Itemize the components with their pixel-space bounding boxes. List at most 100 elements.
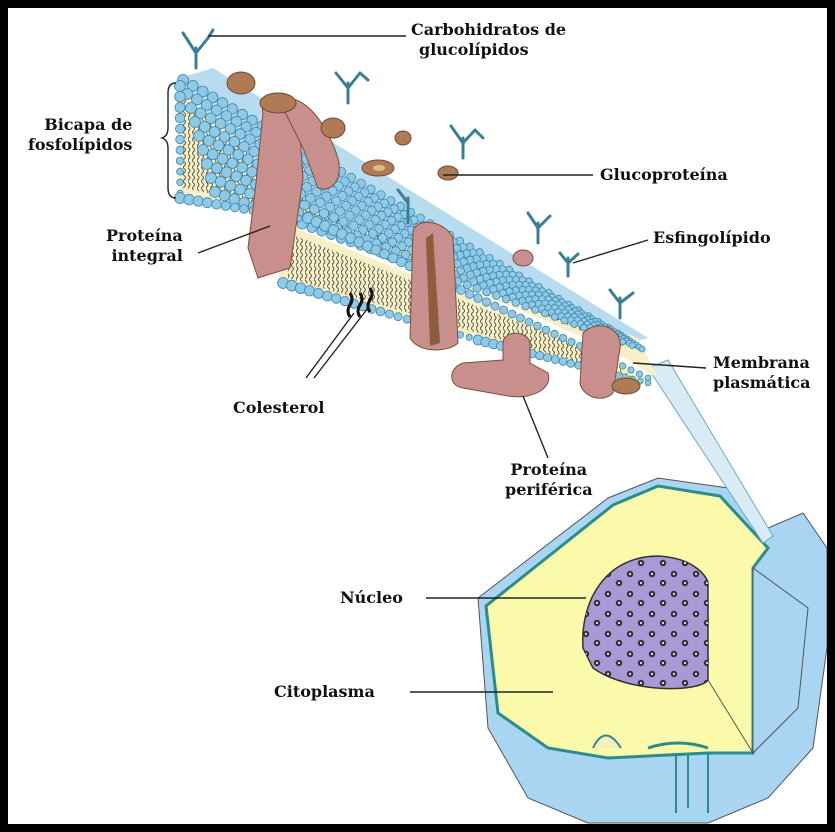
- phospholipid-head: [221, 201, 230, 210]
- phospholipid-head: [202, 159, 213, 170]
- phospholipid-head: [508, 310, 516, 318]
- label-colesterol-text: Colesterol: [233, 398, 324, 418]
- phospholipid-head: [186, 103, 197, 114]
- phospholipid-head: [639, 346, 645, 352]
- phospholipid-head: [551, 313, 558, 320]
- label-proteina-integral-line1: Proteína: [106, 226, 183, 246]
- label-glucoproteina-text: Glucoproteína: [600, 165, 728, 185]
- phospholipid-head: [551, 330, 558, 337]
- label-bicapa-line1: Bicapa de: [28, 115, 132, 135]
- phospholipid-head: [235, 184, 246, 195]
- label-glucoproteina: Glucoproteína: [600, 165, 728, 185]
- phospholipid-head: [176, 135, 185, 144]
- phospholipid-head: [567, 360, 575, 368]
- phospholipid-head: [466, 334, 472, 340]
- label-esfingolipido: Esfingolípido: [653, 228, 771, 248]
- label-citoplasma-text: Citoplasma: [274, 682, 375, 702]
- label-bicapa-line2: fosfolípidos: [28, 135, 132, 155]
- phospholipid-head: [176, 157, 184, 165]
- phospholipid-head: [245, 188, 256, 199]
- phospholipid-head: [473, 284, 481, 292]
- phospholipid-head: [177, 168, 184, 175]
- phospholipid-head: [534, 322, 542, 330]
- phospholipid-head: [512, 299, 520, 307]
- label-carbohidratos-line2: glucolípidos: [411, 40, 566, 60]
- phospholipid-head: [517, 314, 525, 322]
- phospholipid-head: [629, 342, 635, 348]
- phospholipid-head: [483, 288, 491, 296]
- diagram-canvas: Carbohidratos de glucolípidos Bicapa de …: [8, 8, 827, 824]
- phospholipid-head: [212, 200, 222, 210]
- phospholipid-head: [491, 302, 499, 310]
- label-carbohidratos: Carbohidratos de glucolípidos: [411, 20, 566, 60]
- phospholipid-head: [198, 145, 209, 156]
- phospholipid-head: [176, 146, 184, 154]
- phospholipid-head: [536, 351, 544, 359]
- label-nucleo: Núcleo: [340, 588, 403, 608]
- phospholipid-head: [215, 176, 226, 187]
- phospholipid-head: [193, 196, 203, 206]
- phospholipid-head: [211, 163, 222, 174]
- phospholipid-head: [619, 363, 625, 369]
- phospholipid-head: [541, 310, 548, 317]
- phospholipid-head: [340, 296, 349, 305]
- bicapa-bracket: [162, 83, 176, 198]
- phospholipid-head: [385, 310, 393, 318]
- phospholipid-head: [207, 149, 218, 160]
- phospholipid-head: [502, 295, 510, 303]
- cell: [478, 360, 827, 823]
- phospholipid-head: [177, 179, 184, 186]
- phospholipid-head: [176, 124, 185, 133]
- phospholipid-head: [194, 131, 205, 142]
- label-proteina-integral: Proteína integral: [106, 226, 183, 266]
- label-colesterol: Colesterol: [233, 398, 324, 418]
- phospholipid-head: [331, 294, 341, 304]
- phospholipid-head: [499, 306, 507, 314]
- phospholipid-head: [645, 380, 651, 386]
- phospholipid-head: [394, 313, 402, 321]
- phospholipid-head: [561, 317, 568, 324]
- phospholipid-head: [217, 153, 228, 164]
- phospholipid-head: [314, 288, 324, 298]
- phospholipid-head: [175, 81, 186, 92]
- phospholipid-head: [457, 286, 466, 295]
- phospholipid-head: [175, 102, 185, 112]
- phospholipid-head: [231, 171, 242, 182]
- phospholipid-head: [240, 205, 249, 214]
- phospholipid-head: [175, 113, 185, 123]
- label-proteina-integral-line2: integral: [106, 246, 183, 266]
- phospholipid-head: [225, 180, 236, 191]
- phospholipid-head: [219, 190, 230, 201]
- phospholipid-head: [231, 203, 240, 212]
- phospholipid-head: [525, 318, 533, 326]
- phospholipid-head: [190, 117, 201, 128]
- phospholipid-head: [543, 354, 551, 362]
- phospholipid-head: [559, 358, 567, 366]
- phospholipid-head: [175, 91, 186, 102]
- label-membrana: Membrana plasmática: [713, 353, 811, 393]
- phospholipid-head: [376, 307, 385, 316]
- label-membrana-line2: plasmática: [713, 373, 811, 393]
- label-carbohidratos-line1: Carbohidratos de: [411, 20, 566, 40]
- phospholipid-head: [206, 173, 217, 184]
- label-citoplasma: Citoplasma: [274, 682, 375, 702]
- phospholipid-head: [571, 321, 578, 328]
- label-nucleo-text: Núcleo: [340, 588, 403, 608]
- phospholipid-head: [551, 356, 559, 364]
- label-esfingolipido-text: Esfingolípido: [653, 228, 771, 248]
- phospholipid-head: [474, 294, 483, 303]
- phospholipid-head: [636, 371, 642, 377]
- phospholipid-head: [559, 334, 566, 341]
- phospholipid-head: [465, 290, 474, 299]
- phospholipid-head: [482, 298, 490, 306]
- phospholipid-head: [522, 303, 529, 310]
- phospholipid-head: [202, 198, 212, 208]
- phospholipid-head: [542, 326, 550, 334]
- phospholipid-head: [322, 291, 332, 301]
- phospholipid-head: [628, 367, 634, 373]
- phospholipid-head: [403, 315, 411, 323]
- label-proteina-periferica: Proteína periférica: [505, 460, 593, 500]
- phospholipid-head: [532, 306, 539, 313]
- phospholipid-head: [568, 338, 575, 345]
